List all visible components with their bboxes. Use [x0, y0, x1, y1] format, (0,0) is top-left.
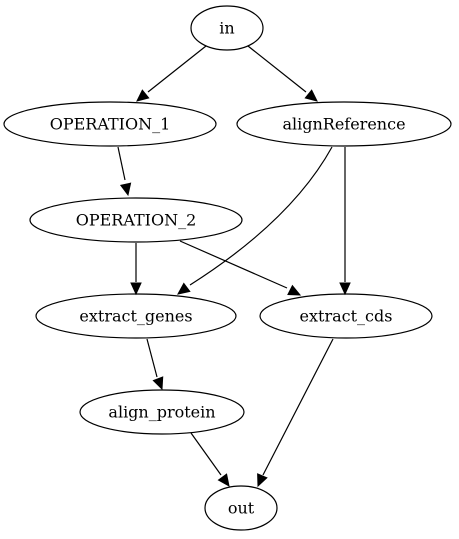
node-ellipse	[35, 293, 237, 339]
node-ellipse	[190, 5, 264, 51]
edge-protein-to-out	[190, 432, 230, 487]
edge-op2-to-genes	[130, 243, 142, 296]
arrowhead-icon	[304, 89, 318, 102]
arrowhead-icon	[152, 376, 164, 391]
edge-line	[247, 45, 307, 93]
edge-line	[179, 240, 288, 289]
node-ellipse	[79, 389, 245, 435]
node-ellipse	[236, 101, 452, 147]
node-ellipse	[3, 101, 217, 147]
edge-alignref-to-cds	[339, 147, 351, 296]
node-label: OPERATION_1	[50, 115, 171, 134]
edge-alignref-to-genes	[177, 146, 333, 295]
edges	[117, 45, 351, 488]
node-label: in	[219, 19, 234, 38]
arrowhead-icon	[217, 473, 230, 487]
edge-genes-to-protein	[146, 338, 164, 391]
node-label: alignReference	[282, 115, 405, 134]
arrowhead-icon	[130, 282, 142, 296]
edge-cds-to-out	[257, 338, 334, 488]
node-label: align_protein	[108, 403, 215, 422]
node-op1: OPERATION_1	[3, 101, 217, 147]
edge-in-to-op1	[136, 45, 207, 102]
edge-line	[190, 432, 222, 476]
node-ellipse	[259, 293, 433, 339]
edge-line	[146, 338, 158, 378]
arrowhead-icon	[287, 284, 302, 296]
node-label: extract_genes	[79, 307, 192, 326]
arrowhead-icon	[136, 89, 150, 102]
edge-op1-to-op2	[117, 146, 132, 197]
node-label: OPERATION_2	[76, 211, 197, 230]
edge-line	[147, 45, 207, 93]
node-genes: extract_genes	[35, 293, 237, 339]
edge-in-to-alignref	[247, 45, 318, 102]
arrowhead-icon	[339, 282, 351, 296]
node-protein: align_protein	[79, 389, 245, 435]
node-cds: extract_cds	[259, 293, 433, 339]
node-ellipse	[204, 485, 278, 531]
node-label: out	[228, 499, 255, 518]
node-label: extract_cds	[300, 307, 393, 326]
edge-op2-to-cds	[179, 240, 302, 296]
arrowhead-icon	[177, 282, 191, 295]
edge-line	[262, 338, 334, 476]
arrowhead-icon	[119, 182, 132, 197]
node-in: in	[190, 5, 264, 51]
node-alignref: alignReference	[236, 101, 452, 147]
edge-line	[117, 146, 126, 181]
edge-line	[189, 146, 333, 286]
arrowhead-icon	[257, 473, 268, 488]
node-out: out	[204, 485, 278, 531]
node-op2: OPERATION_2	[29, 197, 243, 243]
node-ellipse	[29, 197, 243, 243]
